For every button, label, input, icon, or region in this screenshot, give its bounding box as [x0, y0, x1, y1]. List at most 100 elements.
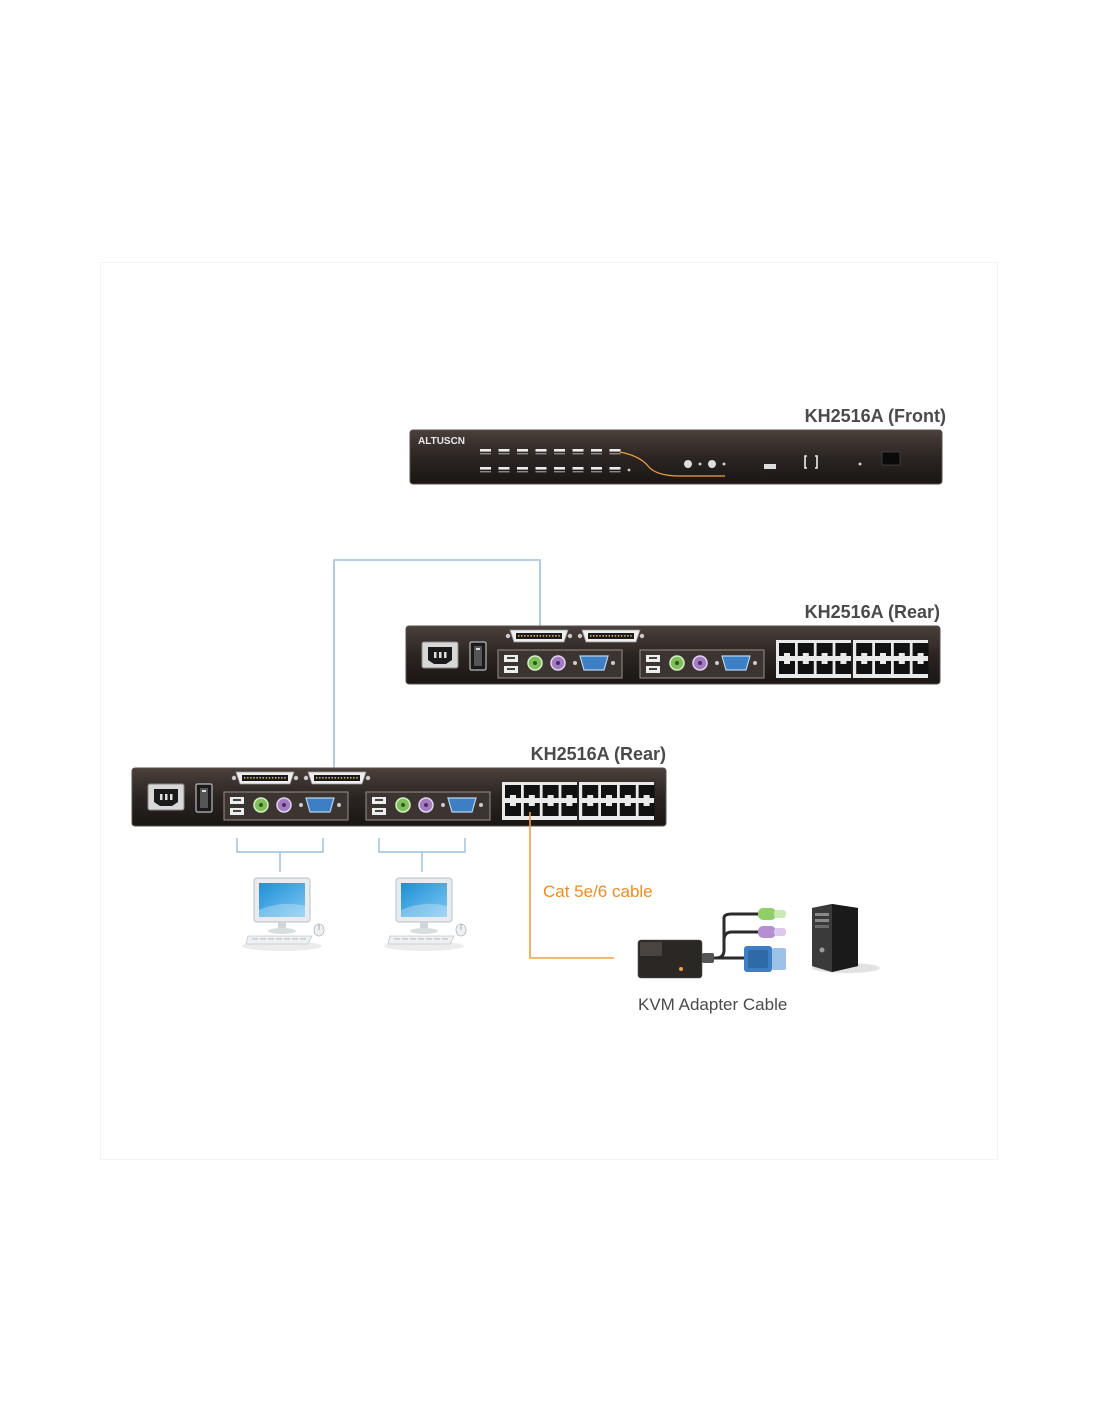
vga-port-icon — [447, 797, 477, 813]
usb-port-icon — [764, 464, 776, 469]
db-pins — [242, 775, 288, 781]
keyboard-icon — [245, 935, 313, 945]
db-pin — [530, 635, 532, 637]
db-pin — [350, 777, 352, 779]
rj45-port-icon — [542, 803, 559, 816]
monitor-screen — [401, 883, 447, 917]
power-pin — [160, 794, 163, 800]
rj45-latch — [880, 653, 886, 656]
db-pin — [331, 777, 333, 779]
keyboard-key — [402, 938, 408, 940]
rj45-latch — [898, 653, 905, 656]
port-led-icon — [591, 467, 602, 470]
console-port-icon — [804, 455, 818, 469]
rj45-latch — [587, 803, 594, 806]
db-pin — [599, 635, 601, 637]
rj45-port-icon — [582, 785, 599, 798]
monitor-base — [410, 928, 438, 934]
screen-glare — [259, 903, 305, 917]
rj45-port-icon — [875, 643, 891, 656]
monitor-neck — [420, 922, 428, 930]
db-pin — [250, 777, 252, 779]
db-pin — [527, 635, 529, 637]
keyboard-key — [394, 938, 400, 940]
adapter-label: KVM Adapter Cable — [638, 995, 787, 1014]
rj45-latch — [821, 661, 828, 664]
usb-port-slot — [507, 668, 515, 670]
screw — [567, 633, 573, 639]
port-led-icon — [535, 467, 547, 470]
vga-port-icon — [579, 655, 609, 671]
keyboard-key — [434, 938, 440, 940]
monitor-base — [268, 928, 296, 934]
kh2516a-front-unit: ALTUSCN KH2516A (Front) — [409, 406, 946, 485]
rj45-port-icon — [601, 803, 617, 816]
rj45-port-icon — [523, 785, 540, 798]
rj45-latch — [917, 661, 924, 664]
port-led-icon — [572, 467, 584, 470]
cat-cable-line — [529, 812, 614, 959]
rj45-latch — [606, 803, 612, 806]
diagram-frame — [100, 262, 998, 1160]
db-pin — [545, 635, 548, 637]
port-led-icon — [609, 449, 621, 452]
rj45-port-icon — [601, 785, 617, 798]
rj45-latch — [624, 803, 631, 806]
db-pin — [322, 777, 324, 779]
ps2-port-center — [556, 661, 560, 665]
console-port-group — [497, 649, 623, 679]
rj45-latch — [606, 795, 612, 798]
rj45-port-icon — [835, 643, 852, 656]
kvm-adapter-icon — [637, 908, 786, 979]
port-led-shadow — [609, 471, 621, 473]
rj45-port-icon — [505, 785, 521, 798]
port-led-icon — [554, 449, 565, 452]
keyboard-key — [292, 938, 298, 940]
rj45-port-icon — [779, 661, 795, 674]
port-led-shadow — [572, 471, 584, 473]
rj45-latch — [528, 795, 535, 798]
port-led-shadow — [517, 471, 528, 473]
db-pin — [518, 635, 520, 637]
screw — [611, 661, 615, 665]
power-pin — [444, 652, 447, 658]
console-port-group — [365, 791, 491, 821]
rj45-port-icon — [816, 643, 833, 656]
daisy-chain-port-icon — [505, 629, 573, 643]
db-pin — [275, 777, 277, 779]
screw — [639, 633, 645, 639]
rj45-port-block — [502, 782, 655, 820]
power-socket-icon — [147, 783, 185, 811]
db-pin — [340, 777, 343, 779]
port-led-shadow — [554, 453, 565, 455]
rj45-port-block — [776, 640, 929, 678]
db-pin — [602, 635, 604, 637]
workstation-icon — [384, 877, 467, 951]
ps2-port-center — [424, 803, 428, 807]
db-pin — [343, 777, 346, 779]
rj45-latch — [802, 653, 809, 656]
port-led-icon — [591, 449, 602, 452]
db-pin — [256, 777, 258, 779]
ps2-connector-green — [758, 908, 786, 920]
db-pin — [334, 777, 336, 779]
port-led-icon — [535, 449, 547, 452]
monitor-neck — [278, 922, 286, 930]
rj45-port-icon — [912, 661, 929, 674]
db-pin — [319, 777, 321, 779]
rj45-latch — [566, 795, 573, 798]
keyboard-key — [268, 938, 274, 940]
db-pin — [325, 777, 327, 779]
port-led-icon — [480, 449, 491, 452]
console-bracket-left — [236, 838, 324, 853]
db-pin — [596, 635, 598, 637]
port-led-array — [480, 449, 631, 473]
keyboard-key — [276, 938, 282, 940]
db-pin — [271, 777, 274, 779]
ps2-port-center — [698, 661, 702, 665]
rj45-port-icon — [856, 643, 873, 656]
rj45-latch — [802, 661, 809, 664]
screw — [441, 803, 445, 807]
rj45-port-icon — [542, 785, 559, 798]
